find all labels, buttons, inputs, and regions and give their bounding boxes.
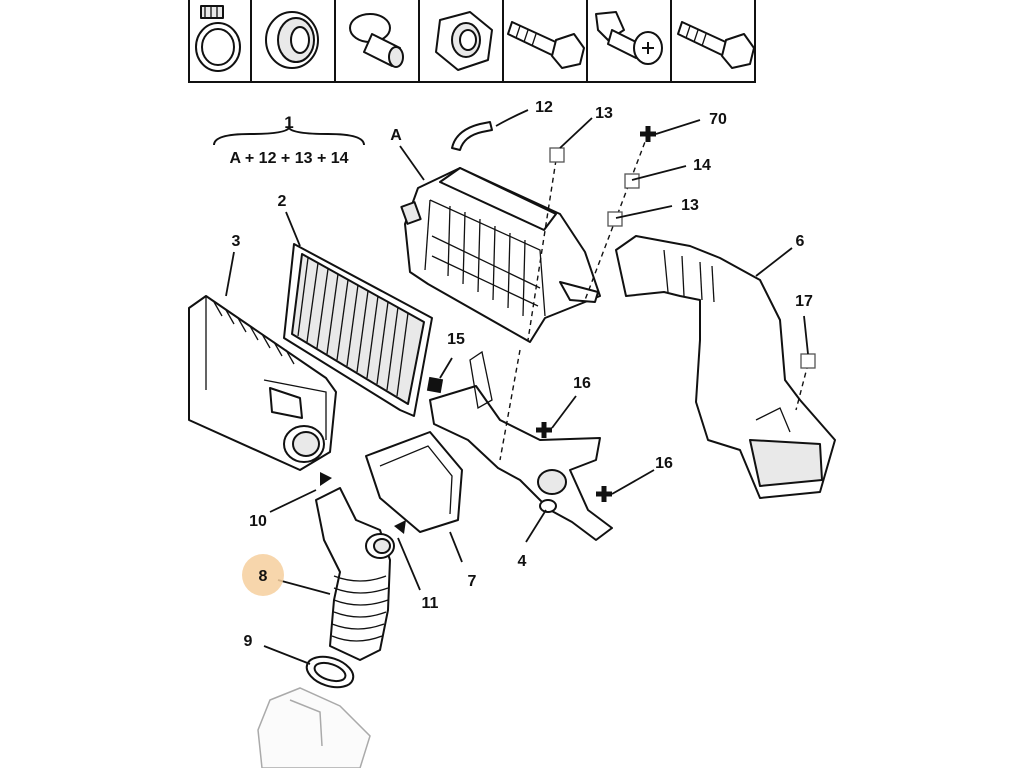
screw-icon [677, 21, 755, 69]
push-clip-icon [595, 11, 663, 65]
callout-13-top: 13 [595, 105, 613, 122]
square-marker-15 [426, 376, 444, 394]
leader-lines [225, 109, 809, 665]
hose-clamp-icon [195, 5, 241, 72]
torque-box-13-top [549, 147, 565, 163]
symbols [320, 126, 816, 534]
bushing-icon [349, 13, 404, 68]
callout-16-top: 16 [573, 375, 591, 392]
cross-marker-16-top [536, 422, 552, 438]
callout-8-highlight [242, 554, 284, 596]
hardware-strip [188, 0, 756, 83]
intake-duct [615, 235, 836, 499]
callout-11: 11 [422, 595, 439, 612]
callout-6: 6 [796, 233, 805, 250]
callout-9: 9 [244, 633, 253, 650]
flange-bolt-icon [507, 21, 585, 69]
svg-text:1: 1 [284, 113, 293, 132]
torque-box-14 [624, 173, 640, 189]
callout-4: 4 [518, 553, 527, 570]
reference-lines [499, 133, 809, 461]
callout-8: 8 [259, 568, 268, 585]
callout-13-mid: 13 [681, 197, 699, 214]
assembly-group-label: 1 A + 12 + 13 + 14 [213, 113, 365, 167]
mounting-bracket [429, 350, 613, 541]
hose-clamp-ring [305, 655, 355, 689]
callout-17: 17 [795, 293, 813, 310]
callout-16-bottom: 16 [655, 455, 673, 472]
throttle-body-ghost [257, 687, 371, 769]
arrow-marker-10 [320, 472, 332, 486]
callouts: A 12 13 70 14 13 6 17 2 3 15 16 16 4 7 1… [232, 99, 813, 650]
callout-10: 10 [249, 513, 267, 530]
arrow-marker-11 [394, 520, 406, 534]
callout-3: 3 [232, 233, 241, 250]
cross-marker-70 [640, 126, 656, 142]
filter-element [283, 243, 433, 417]
part-12-hose [451, 121, 493, 151]
callout-7: 7 [468, 573, 477, 590]
callout-a: A [390, 127, 402, 144]
air-box-lower [188, 295, 337, 471]
callout-14: 14 [693, 157, 711, 174]
cross-marker-16-bottom [596, 486, 612, 502]
callout-15: 15 [447, 331, 465, 348]
bellows-hose [315, 487, 395, 661]
callout-2: 2 [278, 193, 287, 210]
hex-nut-icon [435, 11, 493, 71]
torque-box-17 [800, 353, 816, 369]
callout-12: 12 [535, 99, 553, 116]
grommet-icon [265, 11, 319, 69]
svg-text:A + 12 + 13 + 14: A + 12 + 13 + 14 [229, 150, 348, 167]
resonator-cover [365, 431, 463, 533]
air-box-housing [400, 167, 601, 343]
callout-70: 70 [709, 111, 727, 128]
torque-box-13-mid [607, 211, 623, 227]
